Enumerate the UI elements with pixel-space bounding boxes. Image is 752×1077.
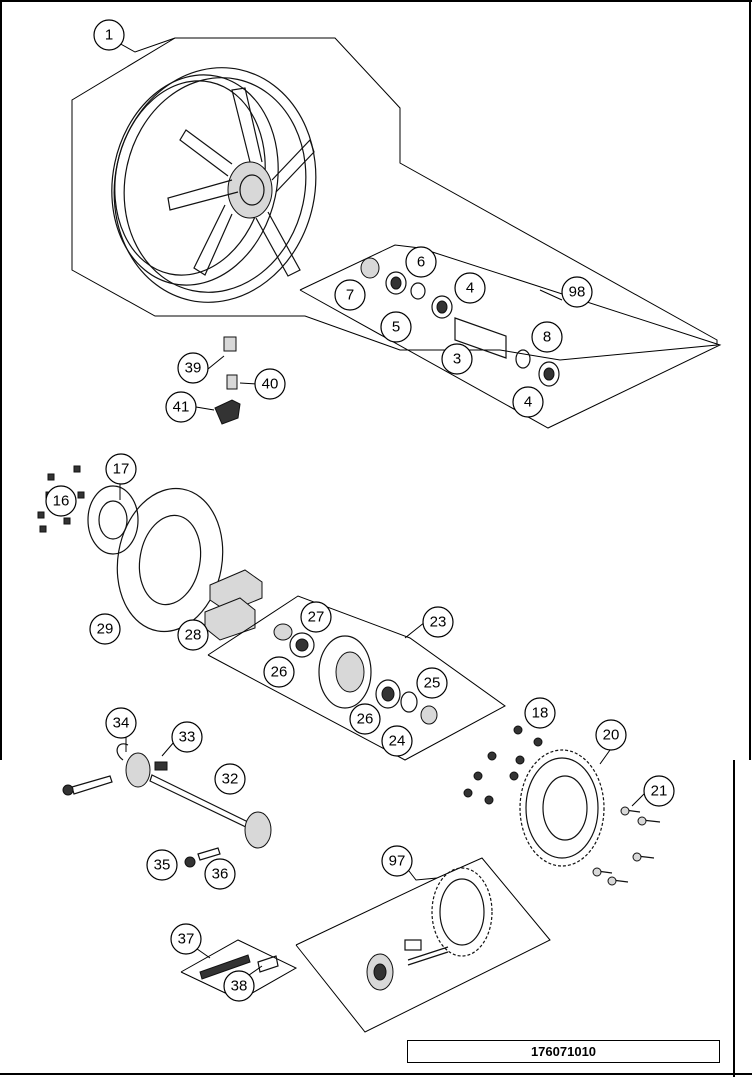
callout-label: 26 (271, 664, 288, 681)
callout-24: 24 (381, 725, 413, 757)
chain-link-outline (180, 939, 298, 1001)
hub-parts (273, 623, 438, 725)
callout-16: 16 (45, 485, 77, 517)
callout-label: 21 (651, 783, 668, 800)
callout-label: 29 (97, 621, 114, 638)
callout-39: 39 (177, 352, 209, 384)
callout-label: 3 (453, 351, 461, 368)
wheel-group-outline (71, 37, 718, 361)
callout-label: 6 (417, 254, 425, 271)
callout-label: 26 (357, 711, 374, 728)
sprocket-nuts (463, 725, 543, 805)
callout-27: 27 (300, 601, 332, 633)
callout-label: 7 (346, 287, 354, 304)
callout-6: 6 (405, 246, 437, 278)
callout-98: 98 (561, 276, 593, 308)
callout-label: 98 (569, 284, 586, 301)
callout-label: 24 (389, 733, 406, 750)
callout-label: 35 (154, 857, 171, 874)
rear-sprocket (519, 749, 605, 867)
callout-label: 4 (524, 394, 532, 411)
callout-34: 34 (105, 707, 137, 739)
callout-label: 38 (231, 978, 248, 995)
chain-link-parts (199, 954, 279, 980)
callout-label: 37 (178, 931, 195, 948)
callout-21: 21 (643, 775, 675, 807)
callout-26-right: 26 (349, 703, 381, 735)
callout-label: 25 (424, 675, 441, 692)
callout-label: 41 (173, 399, 190, 416)
callout-17: 17 (105, 453, 137, 485)
callout-18: 18 (524, 697, 556, 729)
callout-32: 32 (214, 763, 246, 795)
callout-29: 29 (89, 613, 121, 645)
callout-36: 36 (204, 858, 236, 890)
cush-drive-dampers (204, 569, 263, 641)
callout-label: 28 (185, 627, 202, 644)
callout-label: 34 (113, 715, 130, 732)
callout-20: 20 (595, 719, 627, 751)
callout-4-upper: 4 (454, 272, 486, 304)
chain-kit-outline (295, 857, 551, 1033)
callout-7: 7 (334, 279, 366, 311)
callout-label: 23 (430, 614, 447, 631)
sensor-parts (214, 336, 241, 425)
bearing-parts (360, 257, 560, 387)
callout-label: 16 (53, 493, 70, 510)
callout-label: 27 (308, 609, 325, 626)
callout-label: 33 (179, 729, 196, 746)
callout-4-lower: 4 (512, 386, 544, 418)
callout-38: 38 (223, 970, 255, 1002)
chain-kit-parts (366, 867, 493, 991)
hub-group-outline (207, 595, 506, 761)
document-number-box: 176071010 (407, 1040, 720, 1063)
sprocket-bolts (592, 806, 661, 886)
callout-1: 1 (93, 19, 125, 51)
leader-lines (116, 37, 646, 981)
callout-97: 97 (381, 845, 413, 877)
brake-disc (87, 485, 224, 633)
callout-label: 32 (222, 771, 239, 788)
callout-35: 35 (146, 849, 178, 881)
callout-28: 28 (177, 619, 209, 651)
callout-40: 40 (254, 368, 286, 400)
callout-label: 36 (212, 866, 229, 883)
callout-8: 8 (531, 321, 563, 353)
callout-5: 5 (380, 311, 412, 343)
callout-37: 37 (170, 923, 202, 955)
callout-25: 25 (416, 667, 448, 699)
callout-label: 1 (105, 27, 113, 44)
callout-3: 3 (441, 343, 473, 375)
document-number: 176071010 (530, 1044, 597, 1059)
callout-label: 40 (262, 376, 279, 393)
callout-26-left: 26 (263, 656, 295, 688)
callout-label: 4 (466, 280, 474, 297)
rear-wheel-rim (111, 67, 317, 303)
callout-23: 23 (422, 606, 454, 638)
callout-label: 17 (113, 461, 130, 478)
callout-label: 97 (389, 853, 406, 870)
callout-label: 5 (392, 319, 400, 336)
axle-parts (62, 743, 272, 868)
callout-41: 41 (165, 391, 197, 423)
callout-label: 8 (543, 329, 551, 346)
callout-label: 18 (532, 705, 549, 722)
callout-33: 33 (171, 721, 203, 753)
callout-label: 20 (603, 727, 620, 744)
callout-label: 39 (185, 360, 202, 377)
